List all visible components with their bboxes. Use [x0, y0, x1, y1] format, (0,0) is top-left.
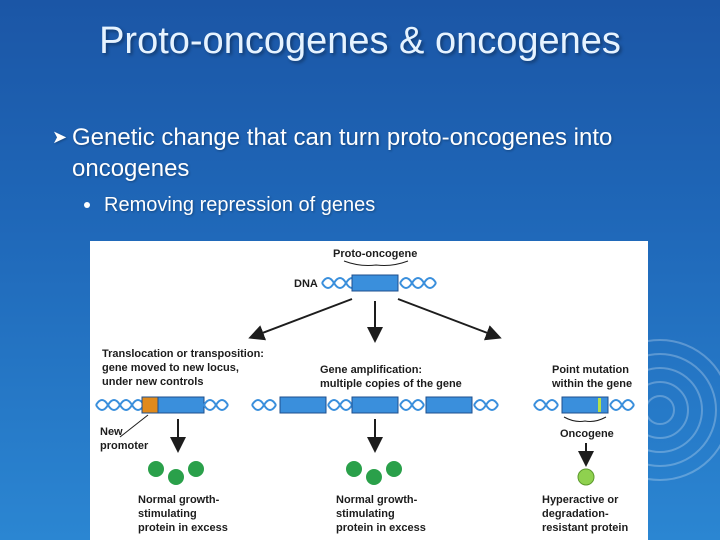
gene-copy-3 [425, 396, 473, 414]
amplification-heading: Gene amplification: [320, 364, 422, 376]
protein-icon [366, 469, 382, 485]
new-promoter-label-line2: promoter [100, 440, 149, 452]
slide-title: Proto-oncogenes & oncogenes [99, 20, 621, 62]
translocation-heading-line2: gene moved to new locus, [102, 362, 239, 374]
gene-copy-1 [279, 396, 327, 414]
translocation-heading-line3: under new controls [102, 376, 203, 388]
gene-block [157, 396, 205, 414]
new-promoter-label: New [100, 426, 123, 438]
new-promoter-block [141, 396, 159, 414]
amplification-heading-line2: multiple copies of the gene [320, 378, 462, 390]
brace-mark [343, 260, 409, 266]
left-result-text: Normal growth- [138, 494, 220, 506]
protein-icon [148, 461, 164, 477]
arrowhead-bullet-icon: ➤ [52, 127, 68, 147]
dot-bullet-icon [84, 202, 90, 208]
brace-mark [563, 416, 607, 422]
dna-strand [533, 399, 559, 411]
middle-result-text: Normal growth- [336, 494, 418, 506]
middle-result-text-line2: stimulating [336, 508, 395, 520]
point-mutation-heading: Point mutation [552, 364, 629, 376]
right-result-text: Hyperactive or [542, 494, 619, 506]
dna-label: DNA [294, 278, 318, 290]
oncogene-label: Oncogene [560, 428, 614, 440]
sub-bullet-text: Removing repression of genes [104, 194, 376, 216]
gene-copy-2 [351, 396, 399, 414]
mutant-protein-icon [577, 468, 595, 486]
sub-bullet-item: Removing repression of genes [84, 194, 375, 217]
dna-strand [473, 399, 499, 411]
dna-strand [609, 399, 635, 411]
mutated-gene-block [561, 396, 609, 414]
arrow-left [248, 298, 353, 341]
left-result-text-line3: protein in excess [138, 522, 228, 534]
dna-strand [203, 399, 229, 411]
dna-strand [327, 399, 353, 411]
proto-oncogene-gene [351, 274, 399, 292]
protein-icon [386, 461, 402, 477]
translocation-heading: Translocation or transposition: [102, 348, 264, 360]
dna-strand [399, 399, 425, 411]
protein-icon [188, 461, 204, 477]
promoter-pointer [119, 414, 149, 438]
bullet-item: ➤ Genetic change that can turn proto-onc… [52, 122, 672, 184]
oncogene-diagram: Proto-oncogene DNA Translocation or tran… [90, 241, 648, 540]
dna-strand [251, 399, 277, 411]
proto-oncogene-label: Proto-oncogene [333, 248, 417, 260]
dna-strand-right [399, 277, 437, 289]
dna-strand [95, 399, 145, 411]
right-result-text-line2: degradation- [542, 508, 609, 520]
point-mutation-heading-line2: within the gene [551, 378, 632, 390]
left-result-text-line2: stimulating [138, 508, 197, 520]
bullet-text: Genetic change that can turn proto-oncog… [72, 124, 613, 182]
arrow-right [397, 298, 502, 341]
mutation-mark [598, 398, 601, 412]
protein-icon [346, 461, 362, 477]
right-result-text-line3: resistant protein [542, 522, 628, 534]
middle-result-text-line3: protein in excess [336, 522, 426, 534]
protein-icon [168, 469, 184, 485]
